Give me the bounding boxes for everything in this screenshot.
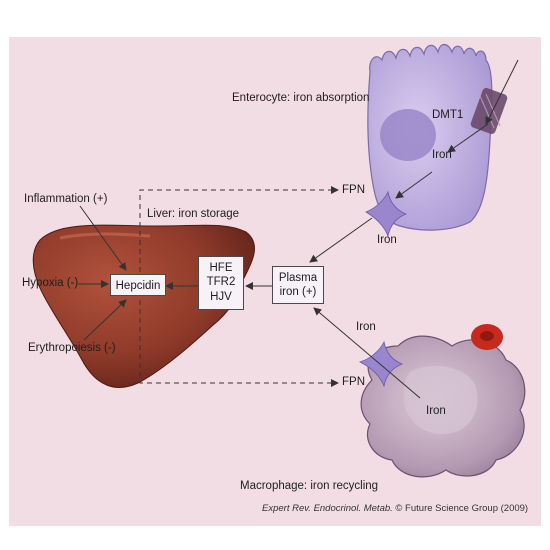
arrow-external-to-dmt1 [485,59,519,125]
plasma-iron-label: iron (+) [279,286,317,299]
arrow-enterocyte-to-plasma [309,217,373,263]
fpn-transporter-top [365,190,408,238]
fpn-transporter-bottom [358,340,404,388]
macrophage-nucleus [404,365,478,435]
plasma-label: Plasma [278,272,318,284]
credit-journal: Expert Rev. Endocrinol. Metab. [262,503,393,514]
arrow-macrophage-to-plasma [313,307,421,399]
label-iron-to-plasma: Iron [356,321,376,333]
label-iron-enterocyte: Iron [432,149,452,161]
dashed-path-hepcidin-to-fpn-top [139,186,339,272]
hfe-tfr2-hjv-box: HFE TFR2 HJV [198,256,244,310]
label-dmt1: DMT1 [432,109,464,121]
label-enterocyte: Enterocyte: iron absorption [232,92,370,104]
plasma-iron-box: Plasma iron (+) [272,266,324,304]
figure-credit: Expert Rev. Endocrinol. Metab. © Future … [262,503,528,514]
red-blood-cell [471,324,503,350]
arrow-erythropoiesis-to-hepcidin [83,299,127,341]
arrow-inflammation-to-hepcidin [79,205,127,271]
hepcidin-label: Hepcidin [115,280,161,292]
label-hypoxia: Hypoxia (-) [22,277,79,289]
arrow-dmt1-to-iron [447,123,489,153]
hfe-label: HFE [209,262,233,274]
label-macrophage: Macrophage: iron recycling [240,480,379,492]
hepcidin-box: Hepcidin [110,274,166,296]
arrow-iron-to-fpn [395,171,433,199]
label-erythropoiesis: Erythropoiesis (-) [28,342,116,354]
label-liver: Liver: iron storage [147,208,240,220]
hjv-label: HJV [210,290,232,303]
liver-highlight [59,232,151,240]
tfr2-label: TFR2 [206,276,236,289]
label-fpn-bottom: FPN [342,376,365,388]
dashed-path-hepcidin-to-fpn-bottom [139,300,339,387]
label-iron-macrophage: Iron [426,405,446,417]
label-inflammation: Inflammation (+) [24,193,108,205]
enterocyte-nucleus [380,109,436,161]
label-fpn-top: FPN [342,184,365,196]
credit-publisher: © Future Science Group (2009) [395,503,529,514]
label-iron-out-top: Iron [377,234,397,246]
